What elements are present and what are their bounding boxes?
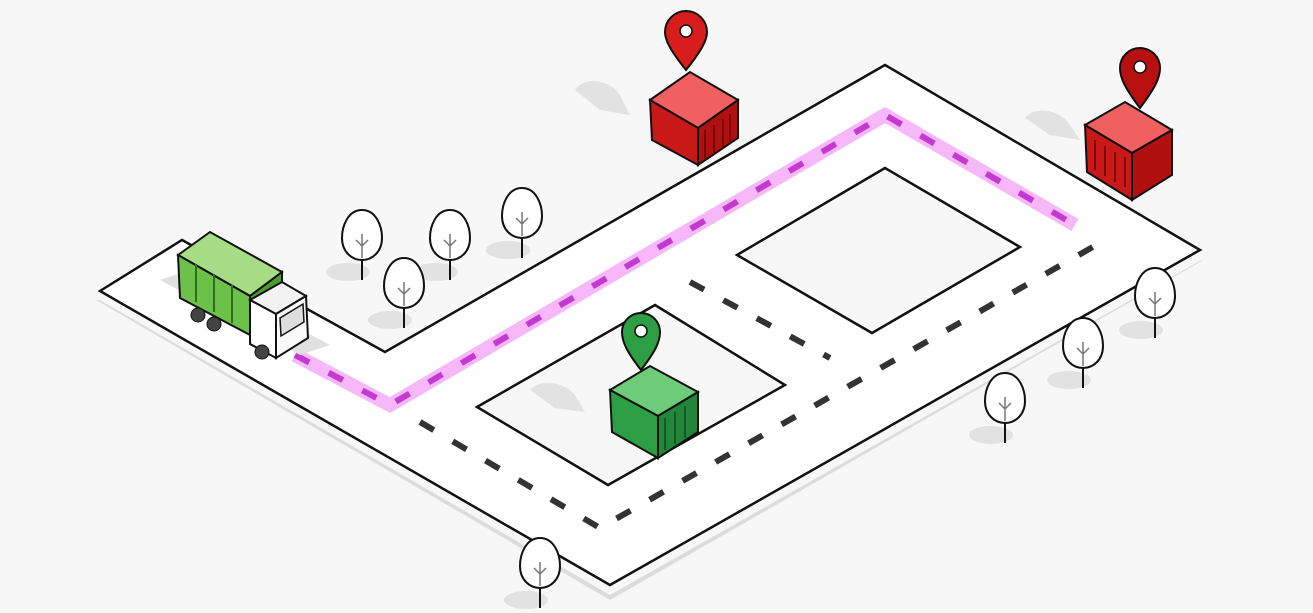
- dumpster-icon[interactable]: [530, 364, 701, 460]
- tree-icon: [325, 209, 383, 282]
- road-shadow: [96, 258, 1205, 600]
- map-pin-icon: [620, 312, 662, 372]
- tree-icon: [968, 372, 1026, 445]
- lane-markings-middle: [688, 279, 832, 361]
- tree-icon: [413, 209, 471, 282]
- tree-icon: [503, 537, 561, 610]
- dumpster-icon[interactable]: [1025, 100, 1174, 202]
- road: [97, 63, 1203, 587]
- map-pin-icon: [663, 10, 709, 72]
- map-pin-icon: [1118, 47, 1162, 110]
- dumpster-icon[interactable]: [575, 70, 740, 167]
- tree-icon: [367, 257, 425, 330]
- garbage-truck-icon[interactable]: [160, 230, 330, 360]
- collection-route-dashes: [293, 111, 1077, 409]
- tree-icon: [485, 187, 543, 260]
